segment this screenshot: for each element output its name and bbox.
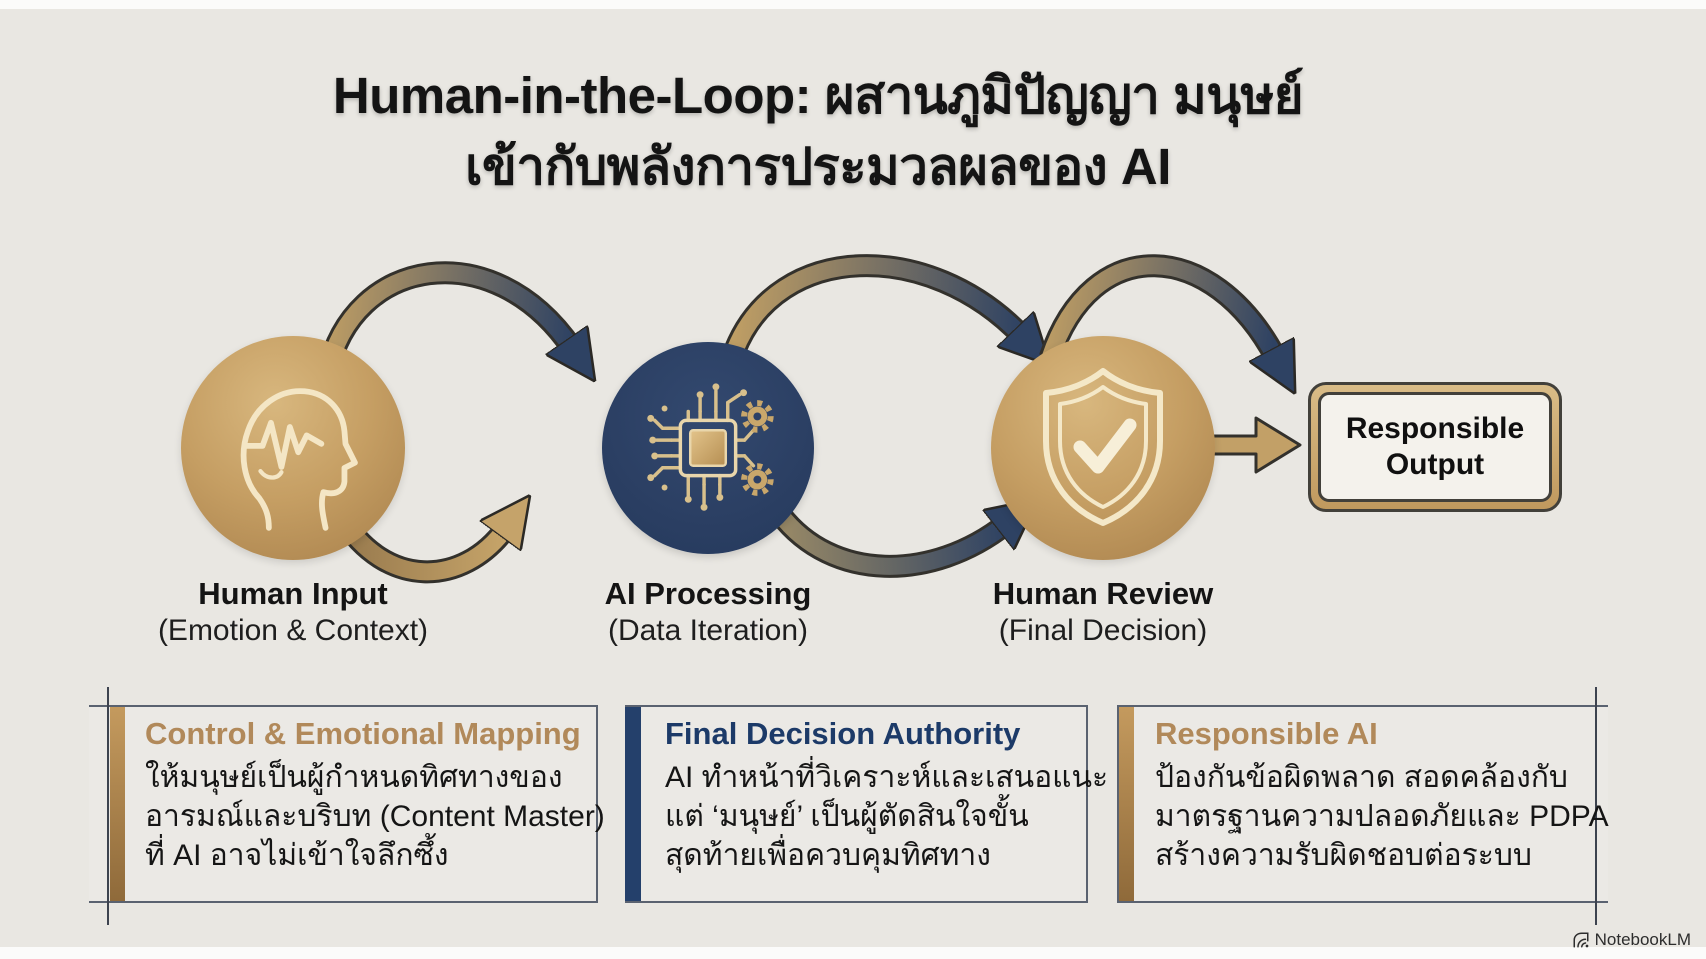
card1-title: Control & Emotional Mapping bbox=[145, 716, 581, 751]
card-responsible-ai bbox=[1117, 705, 1608, 903]
card3-body-line2: มาตรฐานความปลอดภัยและ PDPA bbox=[1155, 800, 1609, 833]
card3-title: Responsible AI bbox=[1155, 716, 1378, 751]
card3-body-line1: ป้องกันข้อผิดพลาด สอดคล้องกับ bbox=[1155, 761, 1568, 794]
arrow-processing-to-review-bottom bbox=[770, 514, 1006, 578]
gear-icon bbox=[741, 463, 774, 496]
card3-body: ป้องกันข้อผิดพลาด สอดคล้องกับ มาตรฐานควา… bbox=[1155, 758, 1609, 875]
notebooklm-logo-icon bbox=[1573, 932, 1589, 948]
node-human-input bbox=[181, 336, 405, 560]
node-human-review-label: Human Review bbox=[992, 576, 1214, 611]
page-title: Human-in-the-Loop: ผสานภูมิปัญญา มนุษย์ … bbox=[0, 60, 1706, 202]
notebooklm-watermark: NotebookLM bbox=[1572, 930, 1691, 950]
card2-body-line1: AI ทำหน้าที่วิเคราะห์และเสนอแนะ bbox=[665, 761, 1109, 794]
card-final-decision-authority bbox=[625, 705, 1088, 903]
card1-body-line3: ที่ AI อาจไม่เข้าใจลึกซึ้ง bbox=[145, 839, 449, 872]
arrow-input-to-processing-bottom bbox=[332, 518, 506, 584]
left-guide-line bbox=[107, 687, 109, 925]
human-brain-icon bbox=[240, 388, 358, 531]
responsible-output-line1: Responsible bbox=[1345, 412, 1525, 445]
top-margin-strip bbox=[0, 0, 1706, 9]
arrow-processing-to-review-top bbox=[724, 254, 1022, 350]
gear-icon bbox=[741, 400, 774, 433]
node-human-review bbox=[991, 336, 1215, 560]
card3-accent-bar bbox=[1119, 707, 1134, 901]
card2-title: Final Decision Authority bbox=[665, 716, 1021, 751]
ai-chip-icon bbox=[647, 383, 774, 511]
card-control-emotional-mapping bbox=[89, 705, 598, 903]
notebooklm-watermark-label: NotebookLM bbox=[1594, 930, 1691, 949]
card2-body: AI ทำหน้าที่วิเคราะห์และเสนอแนะ แต่ ‘มนุ… bbox=[665, 758, 1108, 875]
card2-accent-bar bbox=[625, 707, 641, 901]
arrow-review-to-output-curve bbox=[1039, 254, 1276, 358]
bottom-margin-strip bbox=[0, 947, 1706, 959]
page-title-line1: Human-in-the-Loop: ผสานภูมิปัญญา มนุษย์ bbox=[332, 67, 1304, 124]
card3-body-line3: สร้างความรับผิดชอบต่อระบบ bbox=[1155, 839, 1532, 872]
node-ai-processing-sublabel: (Data Iteration) bbox=[607, 614, 809, 647]
card1-body: ให้มนุษย์เป็นผู้กำหนดทิศทางของ อารมณ์และ… bbox=[145, 758, 605, 875]
node-human-review-sublabel: (Final Decision) bbox=[998, 614, 1208, 647]
card1-body-line2: อารมณ์และบริบท (Content Master) bbox=[145, 800, 605, 833]
responsible-output-line2: Output bbox=[1385, 448, 1485, 481]
node-ai-processing-label: AI Processing bbox=[604, 576, 812, 611]
card1-accent-bar bbox=[110, 707, 125, 901]
card2-body-line2: แต่ ‘มนุษย์’ เป็นผู้ตัดสินใจขั้น bbox=[665, 800, 1029, 833]
node-human-input-label: Human Input bbox=[198, 576, 388, 611]
card1-body-line1: ให้มนุษย์เป็นผู้กำหนดทิศทางของ bbox=[145, 761, 563, 794]
page-title-line2: เข้ากับพลังการประมวลผลของ AI bbox=[465, 138, 1171, 195]
responsible-output-box: Responsible Output bbox=[1308, 382, 1562, 512]
card2-body-line3: สุดท้ายเพื่อควบคุมทิศทาง bbox=[665, 839, 991, 872]
node-human-input-sublabel: (Emotion & Context) bbox=[157, 614, 429, 647]
right-guide-line bbox=[1595, 687, 1597, 925]
shield-check-icon bbox=[1043, 368, 1163, 526]
responsible-output-label: Responsible Output bbox=[1318, 392, 1552, 502]
arrow-input-to-processing-top bbox=[316, 261, 572, 372]
node-ai-processing bbox=[602, 342, 814, 554]
arrow-review-to-output-straight bbox=[1210, 416, 1302, 474]
